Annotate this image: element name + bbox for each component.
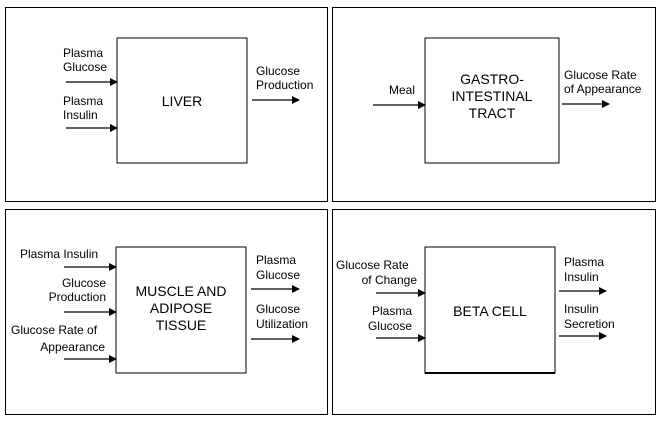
- muscle-input-3-line-1: Glucose Rate of: [11, 323, 98, 337]
- muscle-output-2-line-2: Utilization: [256, 317, 308, 331]
- liver-diagram: LIVER Plasma Glucose Plasma Insulin Gluc…: [63, 37, 313, 164]
- liver-panel: LIVER Plasma Glucose Plasma Insulin Gluc…: [5, 7, 328, 202]
- liver-block-label: LIVER: [162, 93, 202, 109]
- beta-diagram: BETA CELL Glucose Rate of Change Plasma …: [336, 246, 615, 374]
- gi-input-line-1: Meal: [389, 83, 415, 97]
- gi-output-line-2: of Appearance: [564, 82, 642, 96]
- gi-block-label-line-3: TRACT: [469, 105, 516, 121]
- muscle-panel: MUSCLE AND ADIPOSE TISSUE Plasma Insulin…: [5, 209, 328, 415]
- liver-input-2-line-1: Plasma: [63, 94, 103, 108]
- beta-input-2-line-2: Glucose: [368, 319, 412, 333]
- beta-output-2-line-1: Insulin: [564, 302, 599, 316]
- liver-output-line-2: Production: [256, 78, 313, 92]
- muscle-input-3-line-2: Appearance: [40, 340, 105, 354]
- muscle-input-1-line-1: Plasma Insulin: [20, 247, 98, 261]
- muscle-output-2-line-1: Glucose: [256, 302, 300, 316]
- beta-input-2-line-1: Plasma: [372, 304, 412, 318]
- beta-block-label: BETA CELL: [453, 303, 527, 319]
- muscle-block-label-line-3: TISSUE: [156, 317, 207, 333]
- gi-output-line-1: Glucose Rate: [564, 68, 637, 82]
- beta-block: [424, 246, 556, 374]
- muscle-output-1-line-2: Glucose: [256, 268, 300, 282]
- liver-output-line-1: Glucose: [256, 64, 300, 78]
- muscle-block-label-line-1: MUSCLE AND: [135, 283, 226, 299]
- muscle-block-label-line-2: ADIPOSE: [150, 300, 212, 316]
- beta-input-1-line-1: Glucose Rate: [336, 258, 409, 272]
- beta-output-1-line-2: Insulin: [564, 270, 599, 284]
- gi-diagram: GASTRO- INTESTINAL TRACT Meal Glucose Ra…: [373, 37, 642, 164]
- gi-block: [424, 37, 560, 164]
- muscle-input-2-line-1: Glucose: [62, 276, 106, 290]
- liver-block: [116, 37, 248, 164]
- gi-panel: GASTRO- INTESTINAL TRACT Meal Glucose Ra…: [332, 7, 656, 202]
- gi-block-label-line-1: GASTRO-: [460, 71, 524, 87]
- muscle-output-1-line-1: Plasma: [256, 253, 296, 267]
- beta-input-1-line-2: of Change: [362, 273, 418, 287]
- beta-output-1-line-1: Plasma: [564, 255, 604, 269]
- gi-block-label-line-2: INTESTINAL: [452, 88, 533, 104]
- beta-output-2-line-2: Secretion: [564, 317, 615, 331]
- muscle-block: [115, 246, 247, 374]
- liver-input-1-line-1: Plasma: [63, 46, 103, 60]
- beta-panel: BETA CELL Glucose Rate of Change Plasma …: [332, 209, 656, 415]
- liver-input-2-line-2: Insulin: [63, 108, 98, 122]
- muscle-input-2-line-2: Production: [49, 290, 106, 304]
- muscle-diagram: MUSCLE AND ADIPOSE TISSUE Plasma Insulin…: [11, 246, 308, 374]
- liver-input-1-line-2: Glucose: [63, 60, 107, 74]
